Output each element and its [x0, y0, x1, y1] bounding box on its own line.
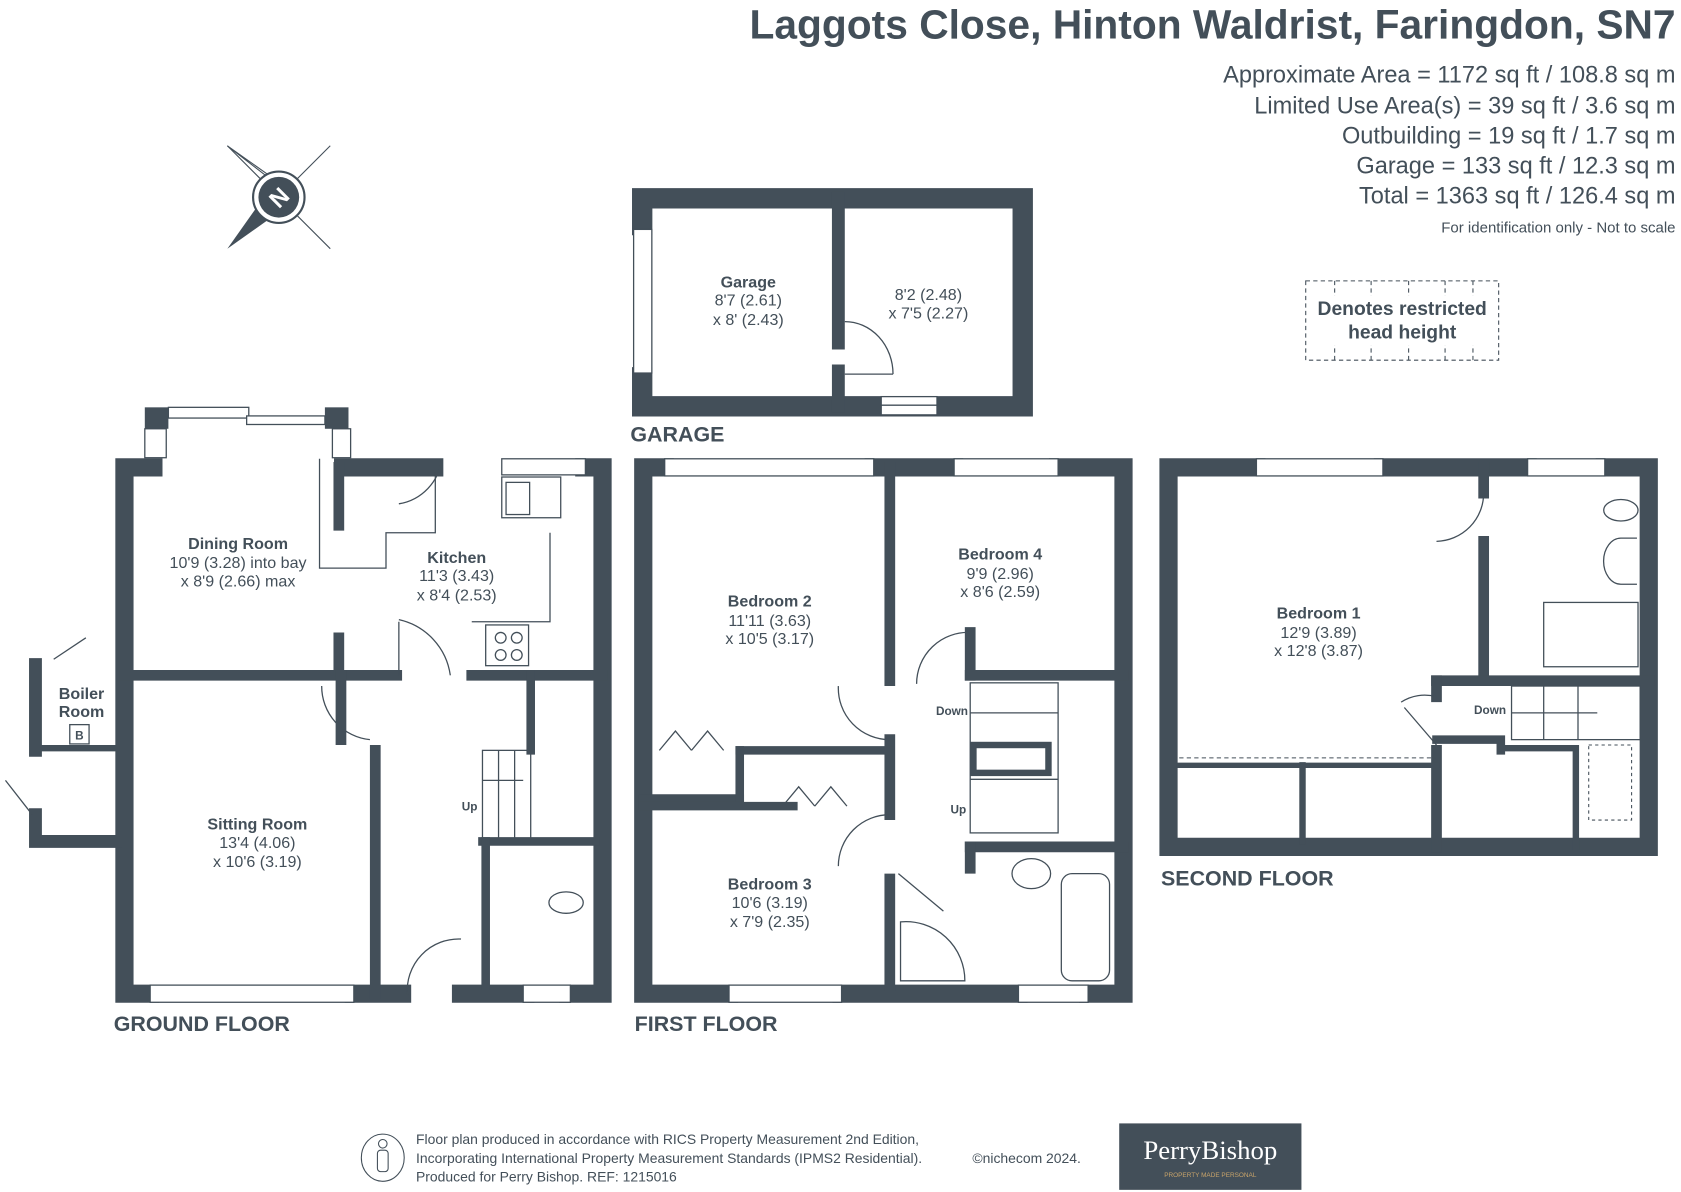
garage-label: GARAGE: [630, 423, 724, 447]
svg-text:10'9 (3.28) into bay: 10'9 (3.28) into bay: [170, 554, 307, 572]
second-floor-plan: Down Bedroom 1 12'9 (3.89) x 12'8 (3.87)…: [1159, 458, 1658, 890]
svg-text:x 8'4 (2.53): x 8'4 (2.53): [417, 586, 497, 604]
svg-text:x 8'6 (2.59): x 8'6 (2.59): [960, 583, 1040, 601]
area-summary: Approximate Area = 1172 sq ft / 108.8 sq…: [1223, 62, 1675, 237]
svg-text:B: B: [75, 730, 84, 743]
ground-floor-label: GROUND FLOOR: [114, 1012, 291, 1036]
area-total: Total = 1363 sq ft / 126.4 sq m: [1359, 183, 1676, 209]
svg-text:Sitting Room: Sitting Room: [207, 816, 307, 834]
svg-text:Garage: Garage: [721, 273, 776, 291]
person-icon: [377, 1138, 388, 1149]
property-title: Laggots Close, Hinton Waldrist, Faringdo…: [750, 2, 1676, 48]
svg-text:Bedroom 4: Bedroom 4: [958, 546, 1042, 564]
footer-copyright: ©nichecom 2024.: [972, 1150, 1081, 1166]
ground-floor-plan: Up B Boiler Room Dining Room 10'9 (3.28)…: [4, 406, 612, 1036]
svg-text:10'6 (3.19): 10'6 (3.19): [732, 894, 808, 912]
svg-text:Bedroom 2: Bedroom 2: [728, 593, 812, 611]
disclaimer: For identification only - Not to scale: [1441, 220, 1675, 237]
svg-text:x 10'6 (3.19): x 10'6 (3.19): [213, 853, 302, 871]
svg-text:Room: Room: [59, 703, 105, 721]
svg-text:head height: head height: [1348, 323, 1457, 344]
svg-text:13'4 (4.06): 13'4 (4.06): [219, 834, 295, 852]
area-outbuilding: Outbuilding = 19 sq ft / 1.7 sq m: [1342, 123, 1676, 149]
first-stairs-up: Up: [951, 804, 967, 817]
svg-text:x 10'5 (3.17): x 10'5 (3.17): [725, 630, 814, 648]
area-approximate: Approximate Area = 1172 sq ft / 108.8 sq…: [1223, 62, 1675, 88]
ground-stairs-up: Up: [462, 800, 478, 813]
first-floor-plan: Down Up Bedroom 2 11'11 (3.63) x 10'5 (3…: [634, 458, 1133, 1036]
svg-text:12'9 (3.89): 12'9 (3.89): [1280, 624, 1356, 642]
svg-text:11'3 (3.43): 11'3 (3.43): [419, 567, 494, 585]
svg-text:x 7'5 (2.27): x 7'5 (2.27): [888, 304, 968, 322]
svg-text:Denotes restricted: Denotes restricted: [1318, 299, 1487, 320]
restricted-height-legend: Denotes restricted head height: [1305, 280, 1500, 361]
svg-text:PROPERTY MADE PERSONAL: PROPERTY MADE PERSONAL: [1164, 1172, 1257, 1179]
svg-text:Kitchen: Kitchen: [427, 549, 486, 567]
second-floor-label: SECOND FLOOR: [1161, 866, 1334, 890]
footer-line-3: Produced for Perry Bishop. REF: 1215016: [416, 1168, 677, 1184]
svg-text:Dining Room: Dining Room: [188, 535, 288, 553]
footer-line-1: Floor plan produced in accordance with R…: [416, 1131, 919, 1147]
svg-text:8'2 (2.48): 8'2 (2.48): [895, 286, 962, 304]
area-limited-use: Limited Use Area(s) = 39 sq ft / 3.6 sq …: [1254, 93, 1675, 119]
svg-text:x 8'9 (2.66) max: x 8'9 (2.66) max: [181, 572, 296, 590]
svg-text:Bedroom 1: Bedroom 1: [1277, 605, 1361, 623]
first-stairs-down: Down: [936, 705, 968, 718]
footer-line-2: Incorporating International Property Mea…: [416, 1150, 922, 1166]
svg-text:8'7 (2.61): 8'7 (2.61): [715, 292, 782, 310]
svg-text:x 7'9 (2.35): x 7'9 (2.35): [730, 913, 810, 931]
svg-text:PerryBishop: PerryBishop: [1143, 1135, 1277, 1165]
svg-text:Boiler: Boiler: [59, 685, 105, 703]
svg-text:9'9 (2.96): 9'9 (2.96): [967, 565, 1034, 583]
svg-text:Bedroom 3: Bedroom 3: [728, 876, 812, 894]
svg-text:x 12'8 (3.87): x 12'8 (3.87): [1274, 642, 1363, 660]
garage-plan: Garage 8'7 (2.61) x 8' (2.43) 8'2 (2.48)…: [630, 188, 1033, 447]
compass-icon: N: [226, 145, 331, 250]
svg-text:x 8' (2.43): x 8' (2.43): [713, 311, 784, 329]
svg-text:11'11 (3.63): 11'11 (3.63): [728, 612, 811, 630]
second-stairs-down: Down: [1474, 704, 1506, 717]
first-floor-label: FIRST FLOOR: [635, 1012, 778, 1036]
perry-bishop-logo: PerryBishop PROPERTY MADE PERSONAL: [1119, 1123, 1302, 1190]
footer: Floor plan produced in accordance with R…: [360, 1123, 1302, 1190]
area-garage: Garage = 133 sq ft / 12.3 sq m: [1356, 153, 1675, 179]
